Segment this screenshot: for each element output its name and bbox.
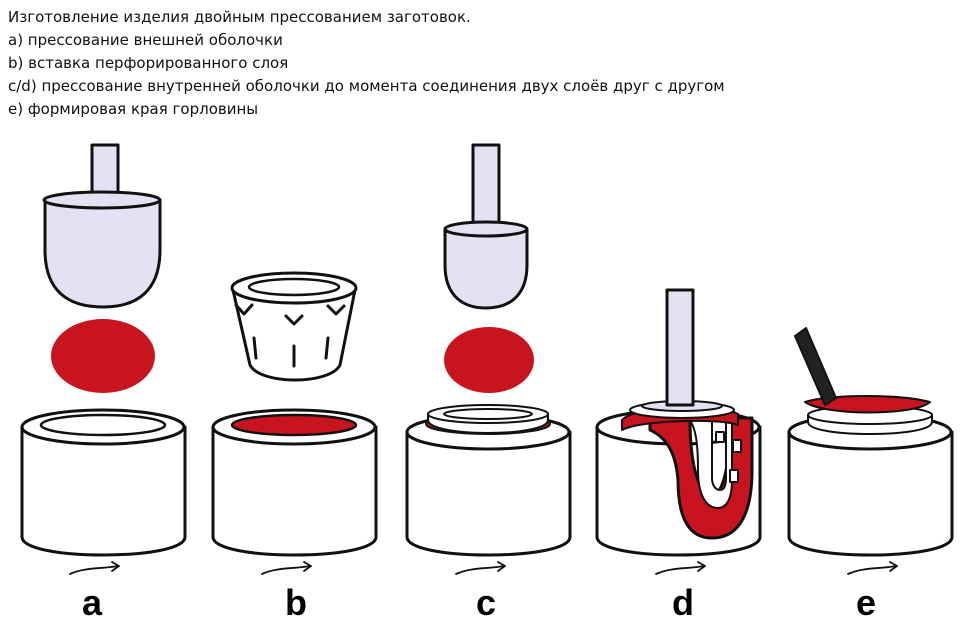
caption-step-e: e) формировая края горловины — [8, 100, 259, 118]
clay-blank-a — [51, 319, 155, 393]
panel-label-e: e — [856, 582, 876, 623]
panel-e — [787, 327, 954, 575]
caption: Изготовление изделия двойным прессование… — [8, 6, 725, 121]
formed-rim — [804, 395, 931, 414]
mold-c — [405, 404, 572, 557]
caption-step-cd: c/d) прессование внутренней оболочки до … — [8, 77, 725, 95]
rotation-arrow-b — [261, 565, 311, 575]
mold-e — [787, 405, 954, 557]
pressed-shell-b — [230, 413, 358, 437]
panel-label-a: a — [82, 582, 103, 623]
shaping-tool — [794, 327, 837, 406]
rotation-arrow-e — [847, 565, 897, 575]
plunger-d — [665, 288, 695, 407]
rotation-arrow-c — [455, 565, 505, 575]
mold-b — [211, 408, 378, 557]
rotation-arrow-d — [655, 565, 705, 575]
panel-label-c: c — [476, 582, 496, 623]
plunger-a — [42, 143, 162, 309]
clay-blank-c — [444, 327, 534, 393]
mold-a — [20, 408, 187, 557]
panel-label-b: b — [285, 582, 307, 623]
perforated-layer — [230, 271, 358, 382]
plunger-c — [443, 143, 529, 310]
panel-d — [595, 288, 762, 575]
caption-title: Изготовление изделия двойным прессование… — [8, 8, 471, 26]
caption-step-b: b) вставка перфорированного слоя — [8, 54, 289, 72]
rotation-arrow-a — [69, 565, 119, 575]
panel-a — [20, 143, 187, 575]
caption-step-a: a) прессование внешней оболочки — [8, 31, 283, 49]
panel-label-d: d — [672, 582, 694, 623]
panel-b — [211, 271, 378, 575]
panel-c — [405, 143, 572, 575]
